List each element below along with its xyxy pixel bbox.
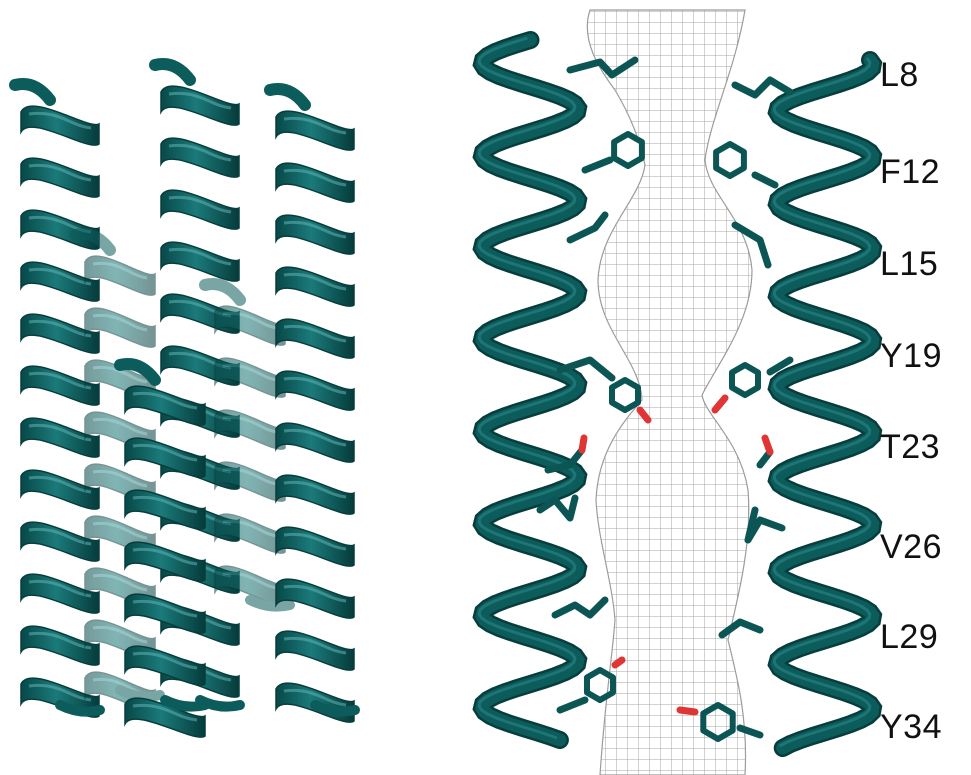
helix-terminus <box>155 64 190 80</box>
sidechain-f12-right-link <box>755 175 775 185</box>
ribbon-turn <box>215 358 285 397</box>
sidechain-f12-right-ring <box>716 144 744 176</box>
ribbon-turn <box>161 86 239 125</box>
sidechain-f12-left-link <box>585 160 610 170</box>
sidechain-l29-left <box>555 600 605 615</box>
ribbon-turn <box>276 475 354 514</box>
ribbon-turn <box>21 106 99 145</box>
helix-terminus <box>205 284 240 300</box>
pore-panel <box>479 10 873 775</box>
ribbon-turn <box>21 158 99 197</box>
ribbon-turn <box>276 111 354 150</box>
sidechain-f12-left-ring <box>614 134 642 166</box>
ribbon-turn <box>215 514 285 553</box>
ribbon-helix <box>270 89 355 722</box>
residue-label-v26: V26 <box>880 530 942 564</box>
ribbon-turn <box>215 462 285 501</box>
sidechain-y19-right-oxygen <box>715 398 725 410</box>
sidechain-l15-left <box>570 215 605 240</box>
helix-terminus <box>270 89 305 105</box>
ribbon-turn <box>161 138 239 177</box>
residue-label-f12: F12 <box>880 155 940 189</box>
ribbon-turn <box>276 631 354 670</box>
sidechain-t23-left-oxygen <box>582 438 584 450</box>
ribbon-turn <box>215 410 285 449</box>
sidechain-y19-left-ring <box>612 380 638 410</box>
residue-label-y34: Y34 <box>880 710 942 744</box>
sidechain-l8-right <box>735 80 790 95</box>
ribbon-turn <box>276 371 354 410</box>
ribbon-turn <box>276 215 354 254</box>
ribbon-turn <box>161 242 239 281</box>
sidechain-y34-left-oxygen <box>615 660 622 665</box>
ribbon-turn <box>276 579 354 618</box>
sidechain-y34-right-oxygen <box>680 710 695 712</box>
residue-label-t23: T23 <box>880 430 940 464</box>
residue-label-l15: L15 <box>880 247 938 281</box>
residue-label-l29: L29 <box>880 620 938 654</box>
ribbon-turn <box>215 306 285 345</box>
sidechain-v26-right <box>748 510 782 540</box>
ribbon-turn <box>276 267 354 306</box>
right-pore-helix <box>777 60 873 748</box>
sidechain-y19-right-ring <box>732 365 758 395</box>
ribbon-turn <box>161 190 239 229</box>
helix-bundle-panel <box>15 64 355 737</box>
sidechain-y34-left-link <box>560 700 585 710</box>
ribbon-turn <box>276 527 354 566</box>
ribbon-turn <box>276 423 354 462</box>
residue-label-l8: L8 <box>880 58 919 92</box>
residue-label-y19: Y19 <box>880 339 942 373</box>
ribbon-turn <box>276 319 354 358</box>
sidechain-t23-right-oxygen <box>765 438 770 452</box>
ribbon-turn <box>276 163 354 202</box>
ribbon-helix <box>75 234 160 711</box>
helix-terminus <box>15 84 50 100</box>
